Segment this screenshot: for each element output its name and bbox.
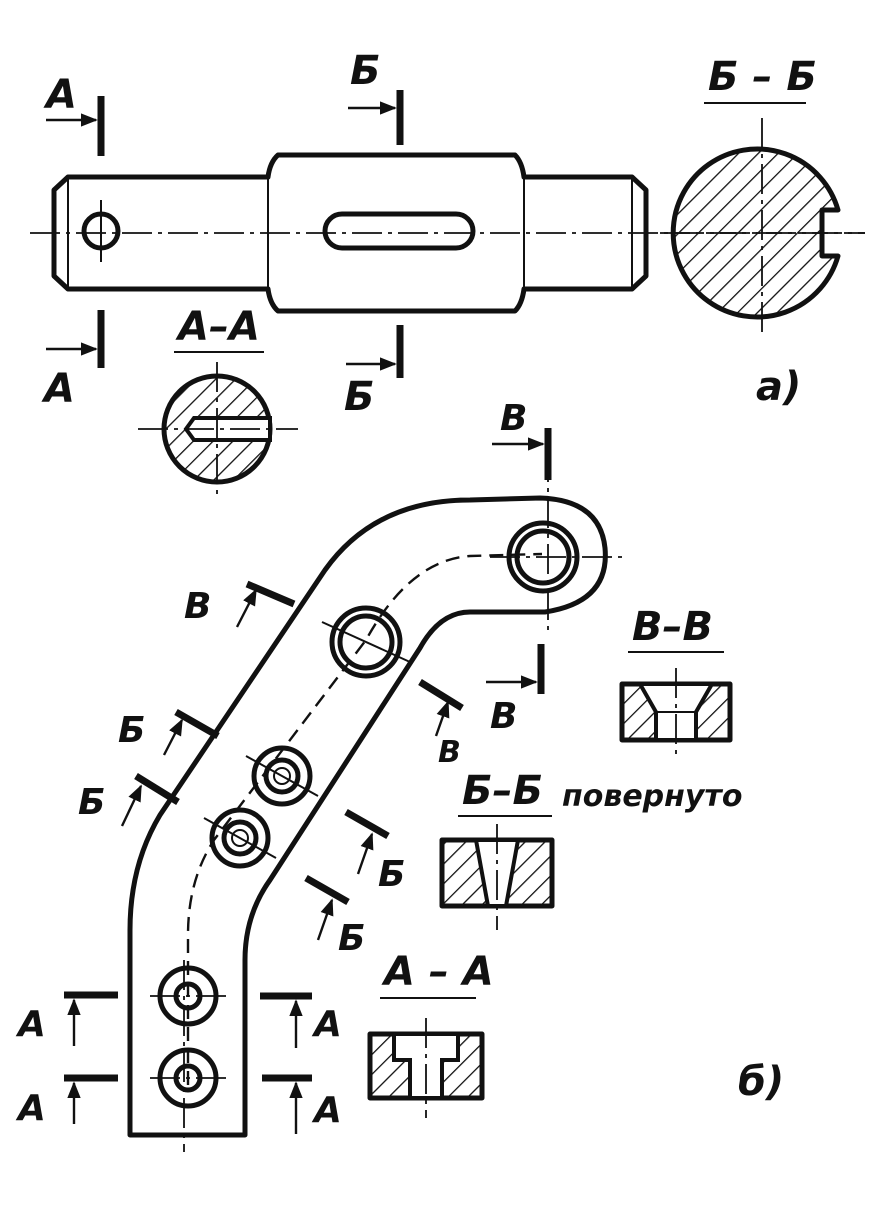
cut-arrow-v-right	[434, 700, 450, 737]
cut-line-b2-right	[304, 874, 350, 906]
label-b1-right: Б	[378, 854, 405, 895]
label-b2-right: Б	[338, 918, 365, 959]
cut-line-b1-left	[174, 708, 220, 740]
label-v-bottom: В	[490, 696, 517, 737]
lever-hole-b-upper-inner	[337, 613, 395, 671]
lever-hole-c1-axis	[245, 755, 319, 797]
lever-section-aa: А – А	[367, 949, 494, 1118]
label-b-top: Б	[350, 48, 381, 94]
label-v-left: В	[184, 586, 211, 627]
cut-line-v-left	[245, 580, 296, 608]
cut-arrow-b1-right	[356, 832, 374, 875]
lever-hole-c1-core	[273, 767, 291, 785]
cut-arrow-b2-right	[316, 898, 334, 941]
cut-arrow-b2-left	[120, 784, 143, 827]
keyway-slot	[322, 211, 476, 251]
lever-hole-c2-core	[231, 829, 249, 847]
lever-cut-markers: В В В В Б Б Б Б А А А	[15, 398, 552, 1134]
lever-section-vv: В–В	[619, 604, 733, 756]
label-a1-left: А	[15, 1004, 46, 1045]
lever-hole-c2-axis	[203, 817, 277, 859]
cut-line-b1-right	[344, 808, 390, 840]
lever-hole-c1-outer	[251, 745, 313, 807]
lever-outline	[127, 495, 608, 1138]
caption-a: а)	[756, 364, 801, 410]
section-bb-title: Б – Б	[708, 54, 817, 100]
label-b-bottom: Б	[344, 374, 375, 420]
lever-hole-c2-inner	[221, 819, 259, 857]
section-aa-bore	[183, 416, 272, 442]
section-bb-title-lever: Б–Б	[462, 768, 543, 814]
section-bb-note: повернуто	[562, 779, 742, 814]
label-a-top: А	[43, 72, 77, 118]
lever-view	[127, 452, 628, 1152]
label-a1-right: А	[311, 1004, 342, 1045]
label-v-top: В	[500, 398, 527, 439]
shaft-section-bb: Б – Б	[660, 54, 865, 336]
cut-arrow-v-left	[235, 588, 258, 628]
section-aa-title: А–А	[175, 304, 260, 350]
label-b1-left: Б	[118, 710, 145, 751]
lever-section-bb: Б–Б повернуто	[439, 768, 742, 930]
section-vv-title: В–В	[632, 604, 713, 650]
label-b2-left: Б	[78, 782, 105, 823]
label-v-right: В	[438, 735, 461, 770]
lever-hole-c1-inner	[263, 757, 301, 795]
cut-line-b2-left	[134, 773, 180, 805]
label-a-bottom: А	[41, 366, 75, 412]
lever-hole-c2-outer	[209, 807, 271, 869]
lever-hole-b-upper-outer	[329, 605, 403, 679]
lever-hole-b-upper-axis	[321, 621, 411, 663]
cut-arrow-b1-left	[162, 718, 184, 756]
shaft-view: А А Б Б	[30, 48, 865, 420]
caption-b: б)	[738, 1059, 784, 1105]
cut-line-v-right	[418, 679, 464, 711]
label-a2-left: А	[15, 1088, 46, 1129]
section-aa-title-lever: А – А	[381, 949, 494, 995]
lever-centerline	[186, 552, 543, 1085]
shaft-section-aa: А–А	[138, 304, 298, 500]
label-a2-right: А	[311, 1090, 342, 1131]
